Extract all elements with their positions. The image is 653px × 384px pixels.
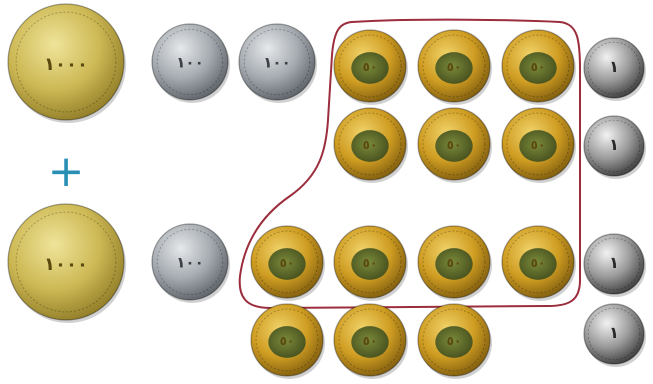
- coin-1000: ١٠٠٠: [8, 4, 126, 123]
- coin-denomination-label: ٥٠: [363, 256, 378, 270]
- coin-denomination-label: ٥٠: [363, 138, 378, 152]
- coin-denomination-label: ٥٠: [447, 334, 462, 348]
- coin-denomination-label: ١٠٠: [176, 253, 203, 271]
- coin-denomination-label: ٥٠: [280, 334, 295, 348]
- coin-denomination-label: ١٠٠: [263, 53, 290, 71]
- coin-gold-small: ٥٠: [334, 304, 408, 379]
- coin-denomination-label: ١٠٠: [176, 53, 203, 71]
- coin-denomination-label: ٥٠: [447, 60, 462, 74]
- plus-sign: +: [48, 146, 85, 197]
- coin-denomination-label: ٥٠: [447, 138, 462, 152]
- coin-silver-small: ١: [584, 304, 646, 367]
- coin-gold-small: ٥٠: [502, 226, 576, 301]
- coin-denomination-label: ١٠٠٠: [44, 254, 88, 275]
- coin-denomination-label: ٥٠: [531, 60, 546, 74]
- coin-gold-small: ٥٠: [334, 30, 408, 105]
- coin-denomination-label: ١: [609, 135, 619, 154]
- coin-gold-small: ٥٠: [418, 226, 492, 301]
- coin-silver-small: ١: [584, 116, 646, 179]
- coin-denomination-label: ٥٠: [363, 60, 378, 74]
- coin-gold-small: ٥٠: [502, 108, 576, 183]
- coin-gold-small: ٥٠: [418, 304, 492, 379]
- coin-denomination-label: ١٠٠٠: [44, 54, 88, 75]
- coin-100: ١٠٠: [152, 224, 230, 303]
- coin-100: ١٠٠: [152, 24, 230, 103]
- coin-denomination-label: ١: [609, 323, 619, 342]
- coin-gold-small: ٥٠: [251, 226, 325, 301]
- coin-denomination-label: ١: [609, 253, 619, 272]
- coin-silver-small: ١: [584, 234, 646, 297]
- coins-layer: ١٠٠٠ ١٠٠٠ ١٠٠ ١٠٠ ١٠٠ ٥٠ ٥٠ ٥٠ ٥٠ ٥٠ ٥٠ ٥٠ ٥٠ ٥٠ ٥٠ ٥٠ ٥…: [8, 4, 646, 379]
- coin-denomination-label: ٥٠: [447, 256, 462, 270]
- coin-gold-small: ٥٠: [334, 226, 408, 301]
- coin-100: ١٠٠: [239, 24, 317, 103]
- coin-gold-small: ٥٠: [334, 108, 408, 183]
- coin-gold-small: ٥٠: [251, 304, 325, 379]
- coin-denomination-label: ٥٠: [531, 138, 546, 152]
- coin-denomination-label: ٥٠: [280, 256, 295, 270]
- coin-denomination-label: ١: [609, 57, 619, 76]
- coin-gold-small: ٥٠: [418, 30, 492, 105]
- coin-1000: ١٠٠٠: [8, 204, 126, 323]
- coin-gold-small: ٥٠: [418, 108, 492, 183]
- coin-denomination-label: ٥٠: [531, 256, 546, 270]
- coin-silver-small: ١: [584, 38, 646, 101]
- coin-denomination-label: ٥٠: [363, 334, 378, 348]
- coin-gold-small: ٥٠: [502, 30, 576, 105]
